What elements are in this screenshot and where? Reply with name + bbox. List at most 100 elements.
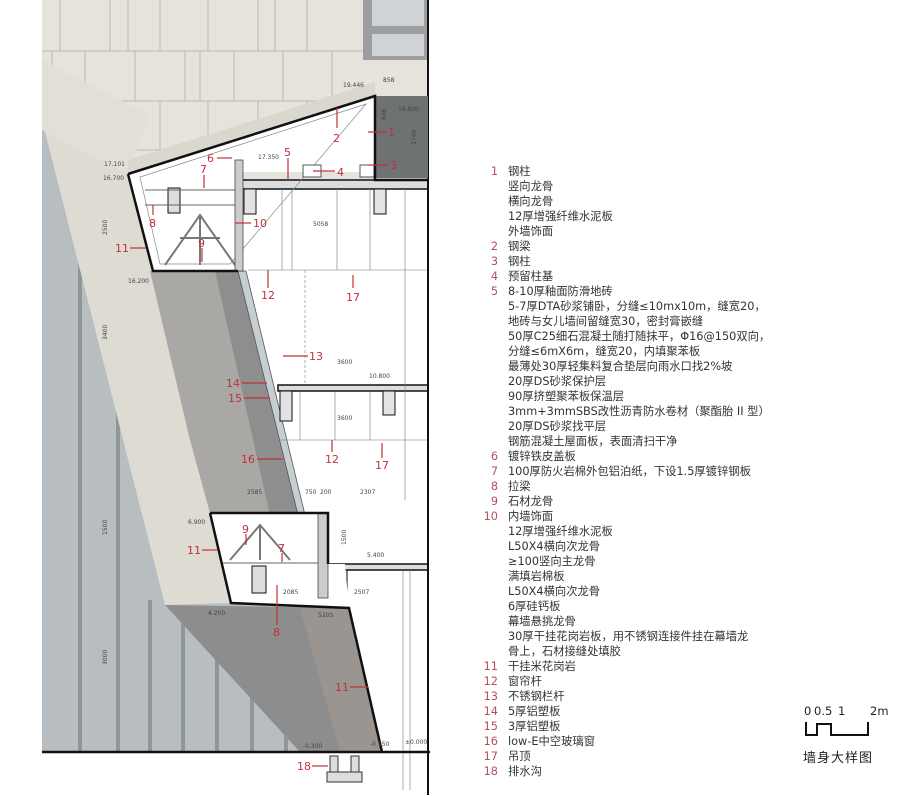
dim-label: 2500 [102,220,109,235]
legend-text: 钢柱 [508,255,531,268]
legend-number: 2 [490,240,498,253]
dim-label: -0.150 [370,741,390,748]
legend-number: 3 [490,255,498,268]
callout-11-lower: 11 [335,681,349,694]
dim-label: 16.200 [128,278,149,285]
scale-tick-0: 0 [804,704,812,718]
dimension-labels: 19.446 858 16.800 2746 17.101 16.700 17.… [102,77,427,750]
callout-9: 9 [198,237,205,250]
legend-text: 石材龙骨 [508,495,554,508]
scale-bar [805,722,869,736]
legend-text: 20厚DS砂浆找平层 [508,420,607,433]
scale-tick-2m: 2m [870,704,889,718]
dim-label: 2585 [247,489,262,496]
scale-bar-labels: 0 0.5 1 2m [800,704,900,774]
dim-label: -0.300 [303,743,323,750]
dim-label: 858 [383,77,395,84]
legend-text: 3厚铝塑板 [508,720,561,733]
dim-label: 2085 [283,589,298,596]
legend-number: 4 [490,270,498,283]
dim-label: 16.700 [103,175,124,182]
dim-label: 3600 [337,415,352,422]
legend-number: 10 [483,510,498,523]
legend-text: 钢筋混凝土屋面板，表面清扫干净 [508,435,678,448]
dim-label: 16.800 [398,106,419,113]
legend-text: 窗帘杆 [508,675,542,688]
callout-13: 13 [309,350,323,363]
legend-number: 18 [483,765,498,778]
dim-label: 5205 [318,612,333,619]
dim-label: 19.446 [343,82,364,89]
callout-18: 18 [297,760,311,773]
legend-text: 竖向龙骨 [508,180,554,193]
callout-8-lower: 8 [273,626,280,639]
legend-number: 12 [483,675,498,688]
callout-11-upper: 11 [115,242,129,255]
legend-text: 12厚增强纤维水泥板 [508,525,613,538]
legend-text: 50厚C25细石混凝土随打随抹平，Φ16@150双向， [508,330,771,343]
legend-text: L50X4横向次龙骨 [508,585,601,598]
dim-label: 6.900 [188,519,205,526]
callout-1: 1 [388,126,395,139]
scale-tick-0-5: 0.5 [814,704,833,718]
legend-text: 分缝≤6mX6m，缝宽20，内填聚苯板 [508,345,701,358]
callout-11-mid: 11 [187,544,201,557]
callout-2: 2 [333,132,340,145]
callout-7-lower: 7 [278,542,285,555]
legend-number: 13 [483,690,498,703]
legend-text: 100厚防火岩棉外包铝泊纸，下设1.5厚镀锌钢板 [508,465,751,478]
callout-3: 3 [390,159,397,172]
callout-15: 15 [228,392,242,405]
legend-number: 16 [483,735,498,748]
dim-label: 2746 [411,130,418,145]
legend-text: L50X4横向次龙骨 [508,540,601,553]
callout-10: 10 [253,217,267,230]
legend-text: 5-7厚DTA砂浆铺卧，分缝≤10mx10m，缝宽20， [508,300,766,313]
legend-text: 镀锌铁皮盖板 [508,450,576,463]
legend-number: 14 [483,705,498,718]
dim-label: 1500 [341,530,348,545]
legend-text: 吊顶 [508,750,531,763]
legend-number: 6 [490,450,498,463]
legend-text: 拉梁 [508,480,531,493]
callout-12-upper: 12 [261,289,275,302]
dim-label: 1500 [102,520,109,535]
dim-label: 17.350 [258,154,279,161]
dim-label: 3400 [102,325,109,340]
legend-text: 30厚干挂花岗岩板，用不锈钢连接件挂在幕墙龙 [508,630,749,643]
legend-text: 8-10厚釉面防滑地砖 [508,285,613,298]
legend-number: 9 [490,495,498,508]
legend-text: 横向龙骨 [508,195,554,208]
legend-text: 20厚DS砂浆保护层 [508,375,607,388]
drain-ditch [326,755,363,783]
legend-text: 钢柱 [508,165,531,178]
dim-label: 4.200 [208,610,225,617]
legend-text: 5厚铝塑板 [508,705,561,718]
callout-8: 8 [149,217,156,230]
dim-label: 2507 [354,589,369,596]
legend-text: 地砖与女儿墙间留缝宽30，密封膏嵌缝 [508,315,704,328]
legend-number: 11 [483,660,498,673]
callout-12-lower: 12 [325,453,339,466]
scale-tick-1: 1 [838,704,846,718]
drawing-title: 墙身大样图 [803,751,874,766]
dim-label: 5058 [313,221,328,228]
legend-text: 外墙饰面 [508,225,554,238]
dim-label: 5.400 [367,552,384,559]
legend-text: 干挂米花岗岩 [508,660,576,673]
dim-label: 10.800 [369,373,390,380]
legend-number: 15 [483,720,498,733]
legend-text: 排水沟 [508,765,542,778]
dim-label: 17.101 [104,161,125,168]
legend-text: ≥100竖向主龙骨 [508,555,596,568]
legend-text: 骨上，石材接缝处填胶 [508,645,621,658]
upper-cantilever-box [126,94,428,273]
callout-7: 7 [200,163,207,176]
callout-14: 14 [226,377,240,390]
callout-16: 16 [241,453,255,466]
lower-cantilever-box [208,511,384,753]
legend-text: low-E中空玻璃窗 [508,735,595,748]
callout-17-lower: 17 [375,459,389,472]
legend-text: 预留柱基 [508,270,554,283]
